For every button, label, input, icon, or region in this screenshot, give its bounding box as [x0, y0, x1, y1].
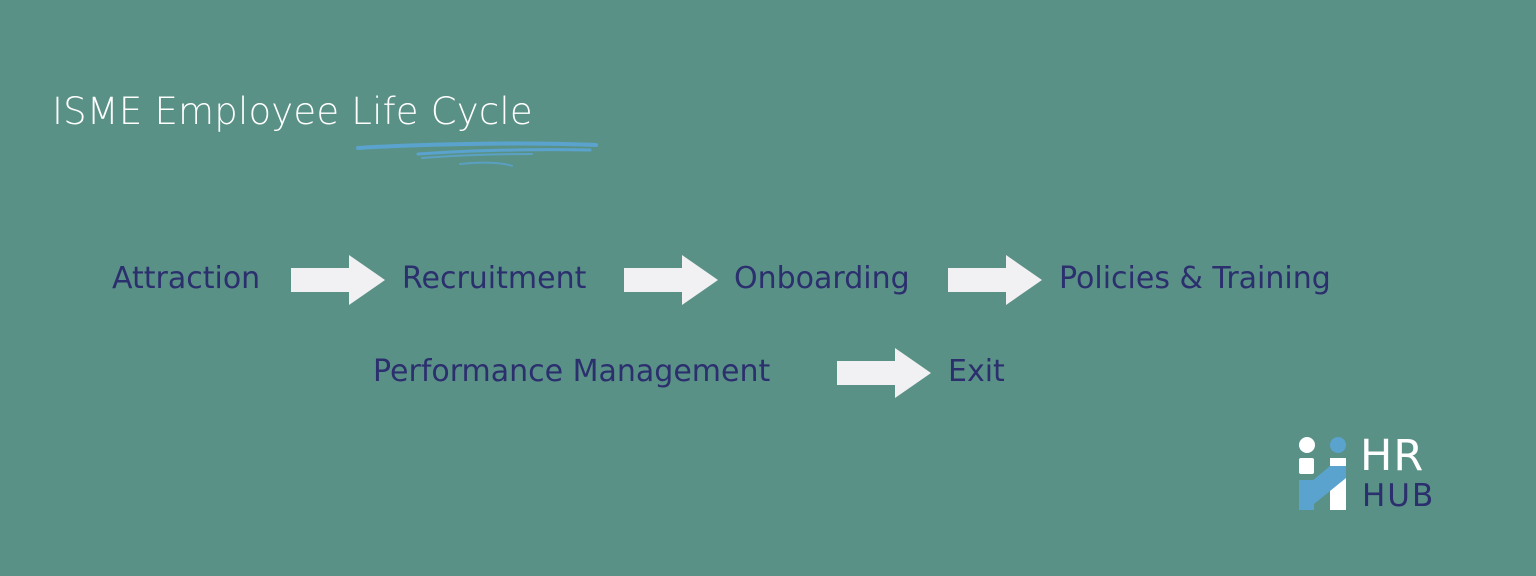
hr-hub-people-icon	[1299, 437, 1346, 510]
step-performance-management: Performance Management	[373, 354, 771, 389]
arrow-right-icon	[291, 255, 385, 305]
page-title: ISME Employee Life Cycle	[52, 90, 533, 133]
step-attraction: Attraction	[112, 261, 261, 296]
logo-text-hub: HUB	[1362, 478, 1436, 514]
title-underline-brush	[356, 141, 598, 167]
arrow-right-icon	[624, 255, 718, 305]
step-exit: Exit	[948, 354, 1005, 389]
arrow-right-icon	[837, 348, 931, 398]
step-recruitment: Recruitment	[402, 261, 587, 296]
step-onboarding: Onboarding	[734, 261, 910, 296]
logo-text-hr: HR	[1360, 431, 1425, 481]
arrow-right-icon	[948, 255, 1042, 305]
hr-hub-logo: HR HUB	[1294, 432, 1464, 516]
step-policies-training: Policies & Training	[1059, 261, 1331, 296]
